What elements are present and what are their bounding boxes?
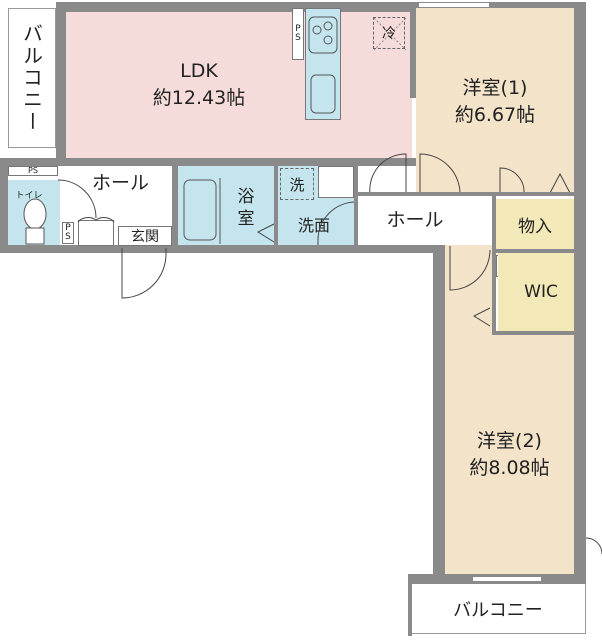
bath-door-icon[interactable] [256,222,276,244]
room-western-2: 洋室(2) 約8.08帖 [445,335,574,574]
balcony-left-label: バルコニー [19,23,44,133]
toilet-label: トイレ [15,191,43,201]
hall-right-label: ホール [386,208,444,231]
western1-area: 約6.67帖 [454,103,536,126]
front-door-icon[interactable] [120,248,168,300]
door-ldk-icon[interactable] [368,152,408,196]
entrance: 玄関 [118,226,172,246]
room-storage[interactable]: 物入 [496,199,574,249]
ps-letter: P [295,24,301,34]
wall-mid-horizontal [0,158,420,166]
wall-hall-top [358,192,578,196]
wall-bath-left [172,166,178,246]
wall-wic-bottom [492,331,576,335]
pipe-space-entrance: P S [62,222,74,244]
wall-storage-wic [496,249,576,253]
storage-label: 物入 [518,216,552,237]
door-western1-icon[interactable] [418,152,462,196]
wic-door-arrow-icon [472,307,491,327]
wall-right-upper [574,2,586,332]
vanity-sink [318,166,354,198]
western1-label: 洋室(1) [462,76,528,99]
exterior-door-icon[interactable] [585,537,602,558]
door-closet-w1-icon[interactable] [498,166,525,195]
western2-area: 約8.08帖 [469,456,550,479]
bath-label: 浴 室 [234,186,258,230]
entrance-label: 玄関 [131,229,159,245]
washer-space: 洗 [280,168,314,200]
window-western1[interactable] [418,2,490,8]
sink-icon [310,74,336,114]
wall-right-room2-left [433,245,445,585]
western2-label: 洋室(2) [477,429,542,452]
wall-left-lower [0,160,8,253]
wall-wash-hall [354,166,358,246]
door-western2-icon[interactable] [448,246,492,292]
wall-left-ldk [56,2,66,162]
wall-top [56,2,586,12]
wall-bath-wash [274,166,278,246]
ldk-label: LDK [180,60,218,83]
shoe-closet-doors-icon[interactable] [77,212,115,224]
hall-right: ホール [358,195,492,245]
ldk-area: 約12.43帖 [152,87,246,109]
balcony-bottom: バルコニー [410,584,586,634]
door-toilet-icon[interactable] [57,178,100,222]
fridge-label: 冷 [382,26,396,42]
hall-left-label: ホール [92,172,150,194]
window-western2[interactable] [472,576,542,582]
wall-right-room2-right [574,330,586,585]
balcony-left: バルコニー [8,8,56,148]
room-western-1: 洋室(1) 約6.67帖 [416,8,574,195]
toilet-bowl-icon [23,198,47,245]
wall-ldk-western1 [410,8,416,98]
washroom-label: 洗面 [298,216,331,235]
wall-storage-left [492,195,496,335]
wall-bottom-left [0,245,445,253]
wic-label: WIC [524,282,558,302]
fridge-space: 冷 [373,17,407,51]
bath-label-line1: 浴 [237,187,255,207]
room-wic[interactable]: WIC [498,253,574,331]
balcony-bottom-label: バルコニー [453,599,543,621]
bath-label-line2: 室 [237,209,255,230]
ps-label: PS [28,166,38,175]
wall-balcony-left [408,574,412,636]
washer-label: 洗 [289,175,305,194]
pipe-space-ldk: P S [292,8,304,60]
hall-left: ホール [60,166,172,226]
ps-letter: P [65,223,71,233]
pipe-space-toilet: PS [8,166,58,176]
stove-icon [308,16,338,54]
entry-arrow-w1-icon [549,172,571,194]
room-ldk: LDK 約12.43帖 [66,12,412,158]
bathtub-icon [183,178,221,244]
ps-letter: S [65,232,71,242]
ps-letter: S [295,33,301,43]
washroom-door-icon[interactable] [316,200,358,246]
